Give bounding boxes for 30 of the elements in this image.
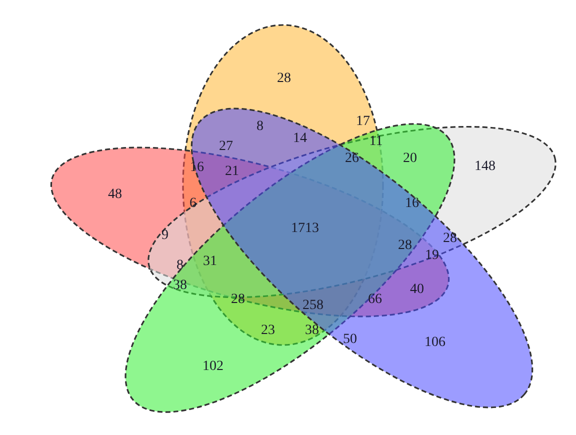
region-count: 19 xyxy=(425,249,439,263)
region-count: 27 xyxy=(219,140,233,154)
region-count: 26 xyxy=(345,152,359,166)
region-count: 20 xyxy=(403,152,417,166)
region-count: 21 xyxy=(225,165,239,179)
region-count: 17 xyxy=(356,115,370,129)
region-count: 28 xyxy=(398,239,412,253)
region-count: 28 xyxy=(231,293,245,307)
region-count: 14 xyxy=(293,132,307,146)
region-count: 148 xyxy=(474,160,496,174)
region-count: 1713 xyxy=(291,222,319,236)
region-count: 40 xyxy=(410,283,424,297)
region-count: 258 xyxy=(302,299,324,313)
region-count: 9 xyxy=(162,229,168,243)
region-count: 38 xyxy=(173,279,187,293)
region-count: 23 xyxy=(261,324,275,338)
region-count: 38 xyxy=(305,324,319,338)
region-count: 106 xyxy=(424,336,446,350)
region-count: 16 xyxy=(405,197,419,211)
region-count: 8 xyxy=(256,120,264,134)
region-count: 102 xyxy=(202,360,224,374)
region-count: 48 xyxy=(108,188,122,202)
region-count: 66 xyxy=(368,293,382,307)
region-count: 11 xyxy=(369,135,383,149)
region-count: 50 xyxy=(343,333,357,347)
region-count: 8 xyxy=(176,259,184,273)
region-count: 31 xyxy=(203,255,217,269)
region-count: 6 xyxy=(190,197,196,211)
region-count: 28 xyxy=(277,72,291,86)
region-count: 28 xyxy=(443,232,457,246)
